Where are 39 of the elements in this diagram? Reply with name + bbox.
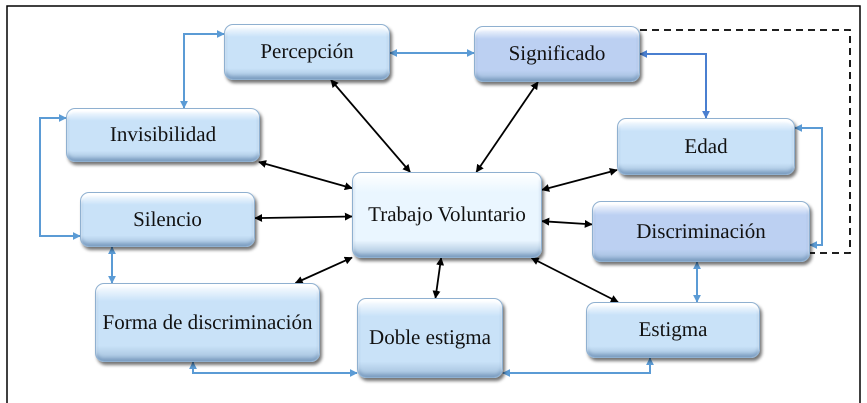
double-arrow (389, 49, 475, 57)
double-arrow (258, 160, 353, 190)
double-arrow (180, 30, 225, 109)
concept-box (586, 302, 760, 358)
double-arrow (794, 124, 823, 249)
concept-box (66, 108, 260, 162)
double-arrow (530, 257, 619, 303)
concept-label: Percepción (260, 39, 354, 65)
double-arrow (330, 79, 411, 173)
double-arrow (108, 246, 116, 284)
concept-label: Significado (508, 41, 606, 67)
double-arrow (432, 257, 444, 299)
concept-label: Silencio (133, 206, 202, 232)
dashed-connector (640, 29, 851, 254)
double-arrow (476, 81, 539, 173)
concept-box (95, 283, 320, 362)
double-arrow (639, 50, 710, 119)
double-arrow (541, 168, 618, 192)
double-arrow (502, 357, 654, 377)
concept-label: Forma de discriminación (102, 310, 312, 336)
concept-label: Trabajo Voluntario (368, 202, 526, 228)
concept-label: Estigma (638, 317, 708, 343)
concept-label: Invisibilidad (110, 122, 216, 148)
double-arrow (294, 256, 353, 284)
double-arrow (39, 114, 81, 240)
double-arrow (541, 218, 593, 228)
double-arrow (254, 212, 353, 222)
concept-box (224, 24, 390, 80)
concept-box (352, 172, 542, 258)
double-arrow (693, 261, 701, 303)
concept-label: Doble estigma (369, 325, 491, 351)
concept-box (474, 26, 640, 82)
concept-box (80, 192, 255, 247)
concept-box (617, 118, 795, 175)
concept-label: Edad (684, 134, 728, 160)
concept-box (357, 298, 503, 378)
double-arrow (189, 361, 358, 377)
concept-box (592, 201, 810, 262)
concept-label: Discriminación (636, 218, 766, 244)
